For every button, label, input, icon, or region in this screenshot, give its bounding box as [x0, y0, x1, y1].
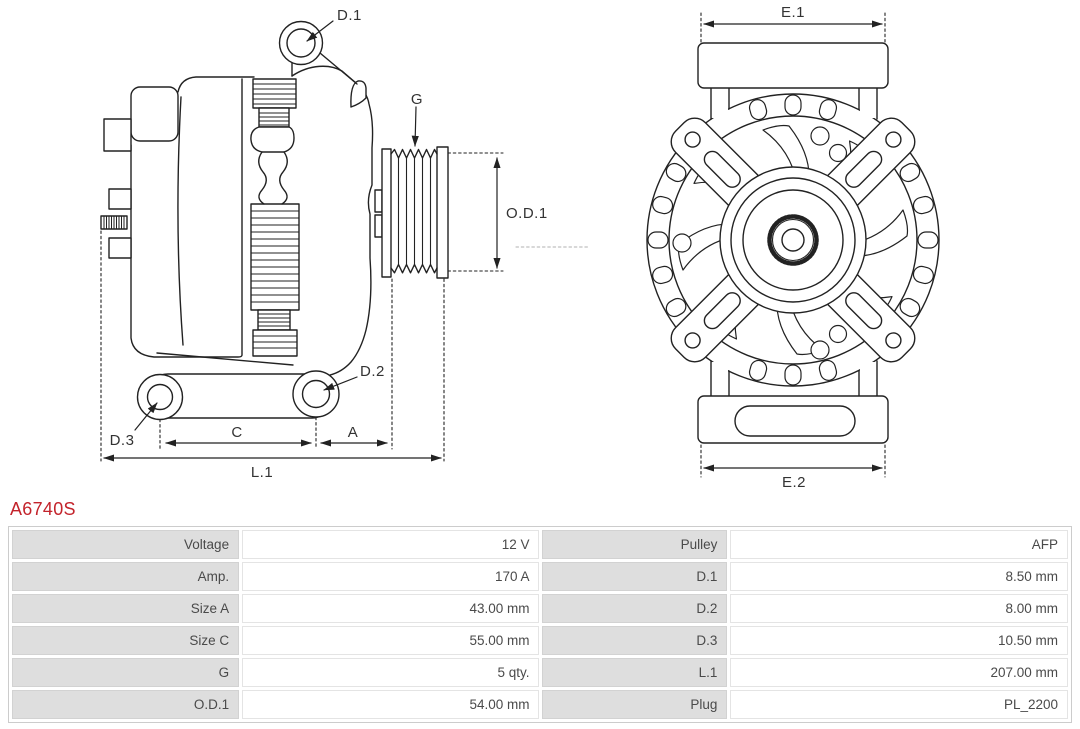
pulley: [381, 146, 449, 279]
body-holes: [672, 126, 848, 360]
spec-label-cell: O.D.1: [12, 690, 240, 719]
spec-value-cell: 8.00 mm: [730, 594, 1068, 623]
spec-row: Amp. 170 A D.1 8.50 mm: [12, 562, 1068, 591]
vent-slots: [647, 94, 939, 386]
spec-label-cell: Voltage: [12, 530, 240, 559]
spec-value-cell: 12 V: [242, 530, 540, 559]
dim-label-od1: O.D.1: [506, 205, 548, 222]
spec-value-cell: PL_2200: [730, 690, 1068, 719]
d1-lug-stalk: [291, 52, 358, 85]
dim-label-l1: L.1: [251, 464, 273, 481]
spec-value-cell: 55.00 mm: [242, 626, 540, 655]
spec-value-cell: 10.50 mm: [730, 626, 1068, 655]
e-dimension-lines: [703, 20, 883, 472]
d1-hole: [286, 28, 316, 58]
spec-row: G 5 qty. L.1 207.00 mm: [12, 658, 1068, 687]
terminals: [100, 118, 132, 259]
spec-label-cell: Plug: [542, 690, 728, 719]
spec-label-cell: D.1: [542, 562, 728, 591]
spec-value-cell: 43.00 mm: [242, 594, 540, 623]
d3-hole: [146, 383, 174, 411]
dim-label-d3: D.3: [110, 432, 135, 449]
bottom-bracket-slot: [734, 405, 856, 437]
spec-row: Voltage 12 V Pulley AFP: [12, 530, 1068, 559]
front-housing-tab: [350, 80, 367, 108]
d2-hole: [301, 379, 331, 409]
rear-housing-top: [177, 76, 255, 93]
d1-lug-outer: [278, 20, 324, 66]
shaft-spacer: [374, 214, 383, 238]
dim-label-e2: E.2: [782, 474, 806, 491]
shaft-spacer: [374, 189, 383, 213]
spec-value-cell: 8.50 mm: [730, 562, 1068, 591]
stud-hatch: [103, 215, 125, 230]
d2-ear-outer: [292, 370, 340, 418]
dim-label-d1: D.1: [337, 7, 362, 24]
pulley-groove-lines: [397, 157, 432, 266]
spec-label-cell: Amp.: [12, 562, 240, 591]
part-number: A6740S: [10, 499, 76, 519]
top-mount-lug: [130, 86, 179, 142]
spec-table-wrap: Voltage 12 V Pulley AFP Amp. 170 A D.1 8…: [8, 526, 1072, 723]
spec-value-cell: 207.00 mm: [730, 658, 1068, 687]
technical-drawing: D.1 G O.D.1 D.2 D.3 C A L.1: [100, 4, 940, 491]
dim-label-c: C: [231, 424, 242, 441]
spec-value-cell: 54.00 mm: [242, 690, 540, 719]
spec-value-cell: 5 qty.: [242, 658, 540, 687]
dim-label-g: G: [411, 91, 423, 108]
front-view: E.1 E.2: [646, 4, 940, 491]
dim-label-e1: E.1: [781, 4, 805, 21]
spec-label-cell: Size A: [12, 594, 240, 623]
spec-row: Size C 55.00 mm D.3 10.50 mm: [12, 626, 1068, 655]
dimension-lines: [103, 20, 501, 462]
spec-label-cell: D.2: [542, 594, 728, 623]
spec-label-cell: D.3: [542, 626, 728, 655]
stator-wavy-neck: [258, 151, 288, 205]
top-bracket: [697, 42, 889, 120]
d3-ear-outer: [136, 373, 184, 421]
dim-label-d2: D.2: [360, 363, 385, 380]
shaft-hole: [781, 228, 805, 252]
spec-value-cell: 170 A: [242, 562, 540, 591]
spec-label-cell: Pulley: [542, 530, 728, 559]
extension-lines: [100, 152, 589, 462]
spec-label-cell: Size C: [12, 626, 240, 655]
side-view: D.1 G O.D.1 D.2 D.3 C A L.1: [100, 7, 589, 481]
spec-table: Voltage 12 V Pulley AFP Amp. 170 A D.1 8…: [8, 526, 1072, 723]
underside-line: [156, 352, 294, 366]
rear-housing-seam: [177, 96, 184, 346]
hub: [719, 166, 867, 314]
spec-row: Size A 43.00 mm D.2 8.00 mm: [12, 594, 1068, 623]
stator-rib-lines: [250, 83, 300, 349]
bottom-bracket: [697, 360, 889, 444]
front-housing-outline: [291, 65, 374, 376]
spec-value-cell: AFP: [730, 530, 1068, 559]
dim-label-a: A: [348, 424, 359, 441]
spec-row: O.D.1 54.00 mm Plug PL_2200: [12, 690, 1068, 719]
spec-label-cell: G: [12, 658, 240, 687]
ring-inner: [668, 115, 918, 365]
spec-label-cell: L.1: [542, 658, 728, 687]
